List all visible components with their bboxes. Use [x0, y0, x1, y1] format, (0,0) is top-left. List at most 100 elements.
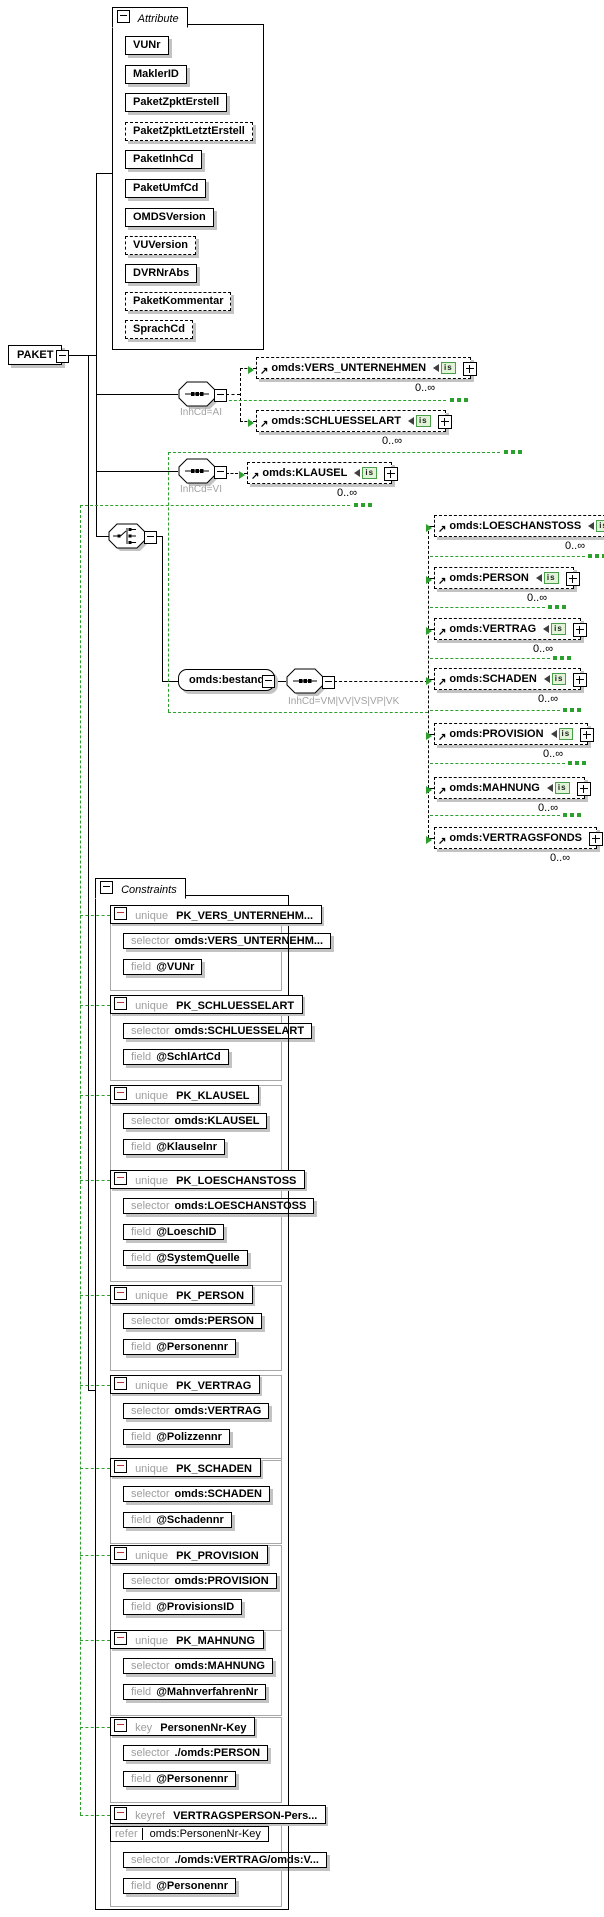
expand-icon[interactable] — [580, 728, 595, 742]
element-klausel[interactable]: omds:KLAUSEL is — [247, 462, 399, 484]
constraint-scope-line — [430, 710, 560, 711]
attribute-paketzpkterstell[interactable]: PaketZpktErstell — [125, 93, 228, 112]
element-vertragsfonds[interactable]: omds:VERTRAGSFONDS — [434, 827, 604, 849]
collapse-icon[interactable] — [56, 350, 69, 363]
expand-icon[interactable] — [589, 832, 604, 846]
attribute-vuversion[interactable]: VUVersion — [125, 236, 197, 255]
sequence-compositor-icon[interactable] — [178, 458, 222, 490]
constraint-header[interactable]: unique PK_VERTRAG — [110, 1375, 261, 1394]
collapse-icon[interactable] — [117, 10, 130, 23]
element-vers-unternehmen[interactable]: omds:VERS_UNTERNEHMEN is — [256, 357, 477, 379]
constraint-field[interactable]: field@Schadennr — [123, 1512, 232, 1528]
element-bestand[interactable]: omds:bestand — [178, 669, 276, 691]
element-label: omds:PROVISION — [449, 728, 544, 740]
collapse-icon[interactable] — [114, 1087, 127, 1100]
choice-compositor-icon[interactable] — [108, 523, 152, 555]
element-person[interactable]: omds:PERSON is — [434, 567, 580, 589]
element-provision[interactable]: omds:PROVISION is — [434, 723, 595, 745]
collapse-icon[interactable] — [114, 1287, 127, 1300]
constraint-header[interactable]: keyref VERTRAGSPERSON-Pers... — [110, 1805, 327, 1824]
constraint-selector[interactable]: selector./omds:PERSON — [123, 1745, 269, 1761]
element-schluesselart[interactable]: omds:SCHLUESSELART is — [256, 410, 452, 432]
collapse-icon[interactable] — [262, 675, 275, 688]
collapse-icon[interactable] — [114, 1172, 127, 1185]
collapse-icon[interactable] — [114, 1547, 127, 1560]
attribute-vunr[interactable]: VUNr — [125, 36, 169, 55]
constraint-field[interactable]: field@Personennr — [123, 1878, 237, 1894]
constraint-field[interactable]: field@MahnverfahrenNr — [123, 1684, 266, 1700]
attribute-paketkommentar[interactable]: PaketKommentar — [125, 292, 232, 311]
constraint-field[interactable]: field@Polizzennr — [123, 1429, 230, 1445]
attribute-paketumfcd[interactable]: PaketUmfCd — [125, 179, 207, 198]
constraint-header[interactable]: unique PK_PROVISION — [110, 1545, 268, 1564]
is-badge-icon: is — [441, 362, 456, 374]
expand-icon[interactable] — [462, 362, 477, 376]
attribute-paketzpktletzterstell[interactable]: PaketZpktLetztErstell — [125, 122, 253, 141]
constraint-field[interactable]: field@Personennr — [123, 1339, 237, 1355]
expand-icon[interactable] — [572, 623, 587, 637]
attribute-omdsversion[interactable]: OMDSVersion — [125, 208, 214, 227]
constraint-header[interactable]: unique PK_LOESCHANSTOSS — [110, 1170, 306, 1189]
collapse-icon[interactable] — [114, 1377, 127, 1390]
constraint-field[interactable]: field@LoeschID — [123, 1224, 225, 1240]
constraint-name: PK_KLAUSEL — [176, 1090, 250, 1102]
constraint-selector[interactable]: selector./omds:VERTRAG/omds:V... — [123, 1852, 327, 1868]
collapse-icon[interactable] — [114, 1632, 127, 1645]
constraint-header[interactable]: unique PK_KLAUSEL — [110, 1085, 259, 1104]
attribute-paketinhcd[interactable]: PaketInhCd — [125, 150, 202, 169]
element-mahnung[interactable]: omds:MAHNUNG is — [434, 777, 591, 799]
constraint-header[interactable]: unique PK_SCHLUESSELART — [110, 995, 304, 1014]
collapse-icon[interactable] — [214, 389, 227, 402]
constraint-field[interactable]: field@Klauselnr — [123, 1139, 226, 1155]
attribute-maklerid[interactable]: MaklerID — [125, 65, 187, 84]
element-vertrag[interactable]: omds:VERTRAG is — [434, 618, 587, 640]
collapse-icon[interactable] — [114, 1719, 127, 1732]
constraint-kind: unique — [135, 1635, 169, 1647]
element-paket[interactable]: PAKET — [8, 345, 63, 365]
constraint-field[interactable]: field@ProvisionsID — [123, 1599, 243, 1615]
collapse-icon[interactable] — [114, 1460, 127, 1473]
element-label: omds:SCHADEN — [449, 673, 537, 685]
is-badge-icon: is — [551, 623, 566, 635]
constraint-field[interactable]: field@VUNr — [123, 959, 203, 975]
attribute-sprachcd[interactable]: SprachCd — [125, 320, 193, 339]
collapse-icon[interactable] — [114, 997, 127, 1010]
sequence-compositor-icon[interactable] — [178, 381, 222, 413]
constraint-header[interactable]: unique PK_MAHNUNG — [110, 1630, 265, 1649]
expand-icon[interactable] — [573, 673, 588, 687]
expand-icon[interactable] — [565, 572, 580, 586]
collapse-icon[interactable] — [100, 881, 113, 894]
collapse-icon[interactable] — [322, 676, 335, 689]
constraint-name: PK_VERTRAG — [176, 1380, 252, 1392]
collapse-icon[interactable] — [214, 466, 227, 479]
element-schaden[interactable]: omds:SCHADEN is — [434, 668, 588, 690]
left-arrow-icon — [543, 675, 550, 683]
attribute-dvrnrabs[interactable]: DVRNrAbs — [125, 264, 198, 283]
constraint-header[interactable]: unique PK_SCHADEN — [110, 1458, 261, 1477]
expand-icon[interactable] — [384, 467, 399, 481]
constraint-field[interactable]: field@SystemQuelle — [123, 1250, 248, 1266]
constraint-field[interactable]: field@Personennr — [123, 1771, 237, 1787]
sequence-compositor-icon[interactable] — [286, 668, 330, 700]
collapse-icon[interactable] — [114, 907, 127, 920]
expand-icon[interactable] — [437, 415, 452, 429]
selector-arrow-icon — [426, 576, 432, 584]
constraint-field[interactable]: field@SchlArtCd — [123, 1049, 229, 1065]
element-loeschanstoss[interactable]: omds:LOESCHANSTOSS is — [434, 515, 604, 537]
constraint-header[interactable]: unique PK_PERSON — [110, 1285, 254, 1304]
collapse-icon[interactable] — [114, 1807, 127, 1820]
collapse-icon[interactable] — [144, 531, 157, 544]
expand-icon[interactable] — [576, 782, 591, 796]
constraint-header[interactable]: key PersonenNr-Key — [110, 1717, 256, 1736]
constraint-header[interactable]: unique PK_VERS_UNTERNEHM... — [110, 905, 323, 924]
